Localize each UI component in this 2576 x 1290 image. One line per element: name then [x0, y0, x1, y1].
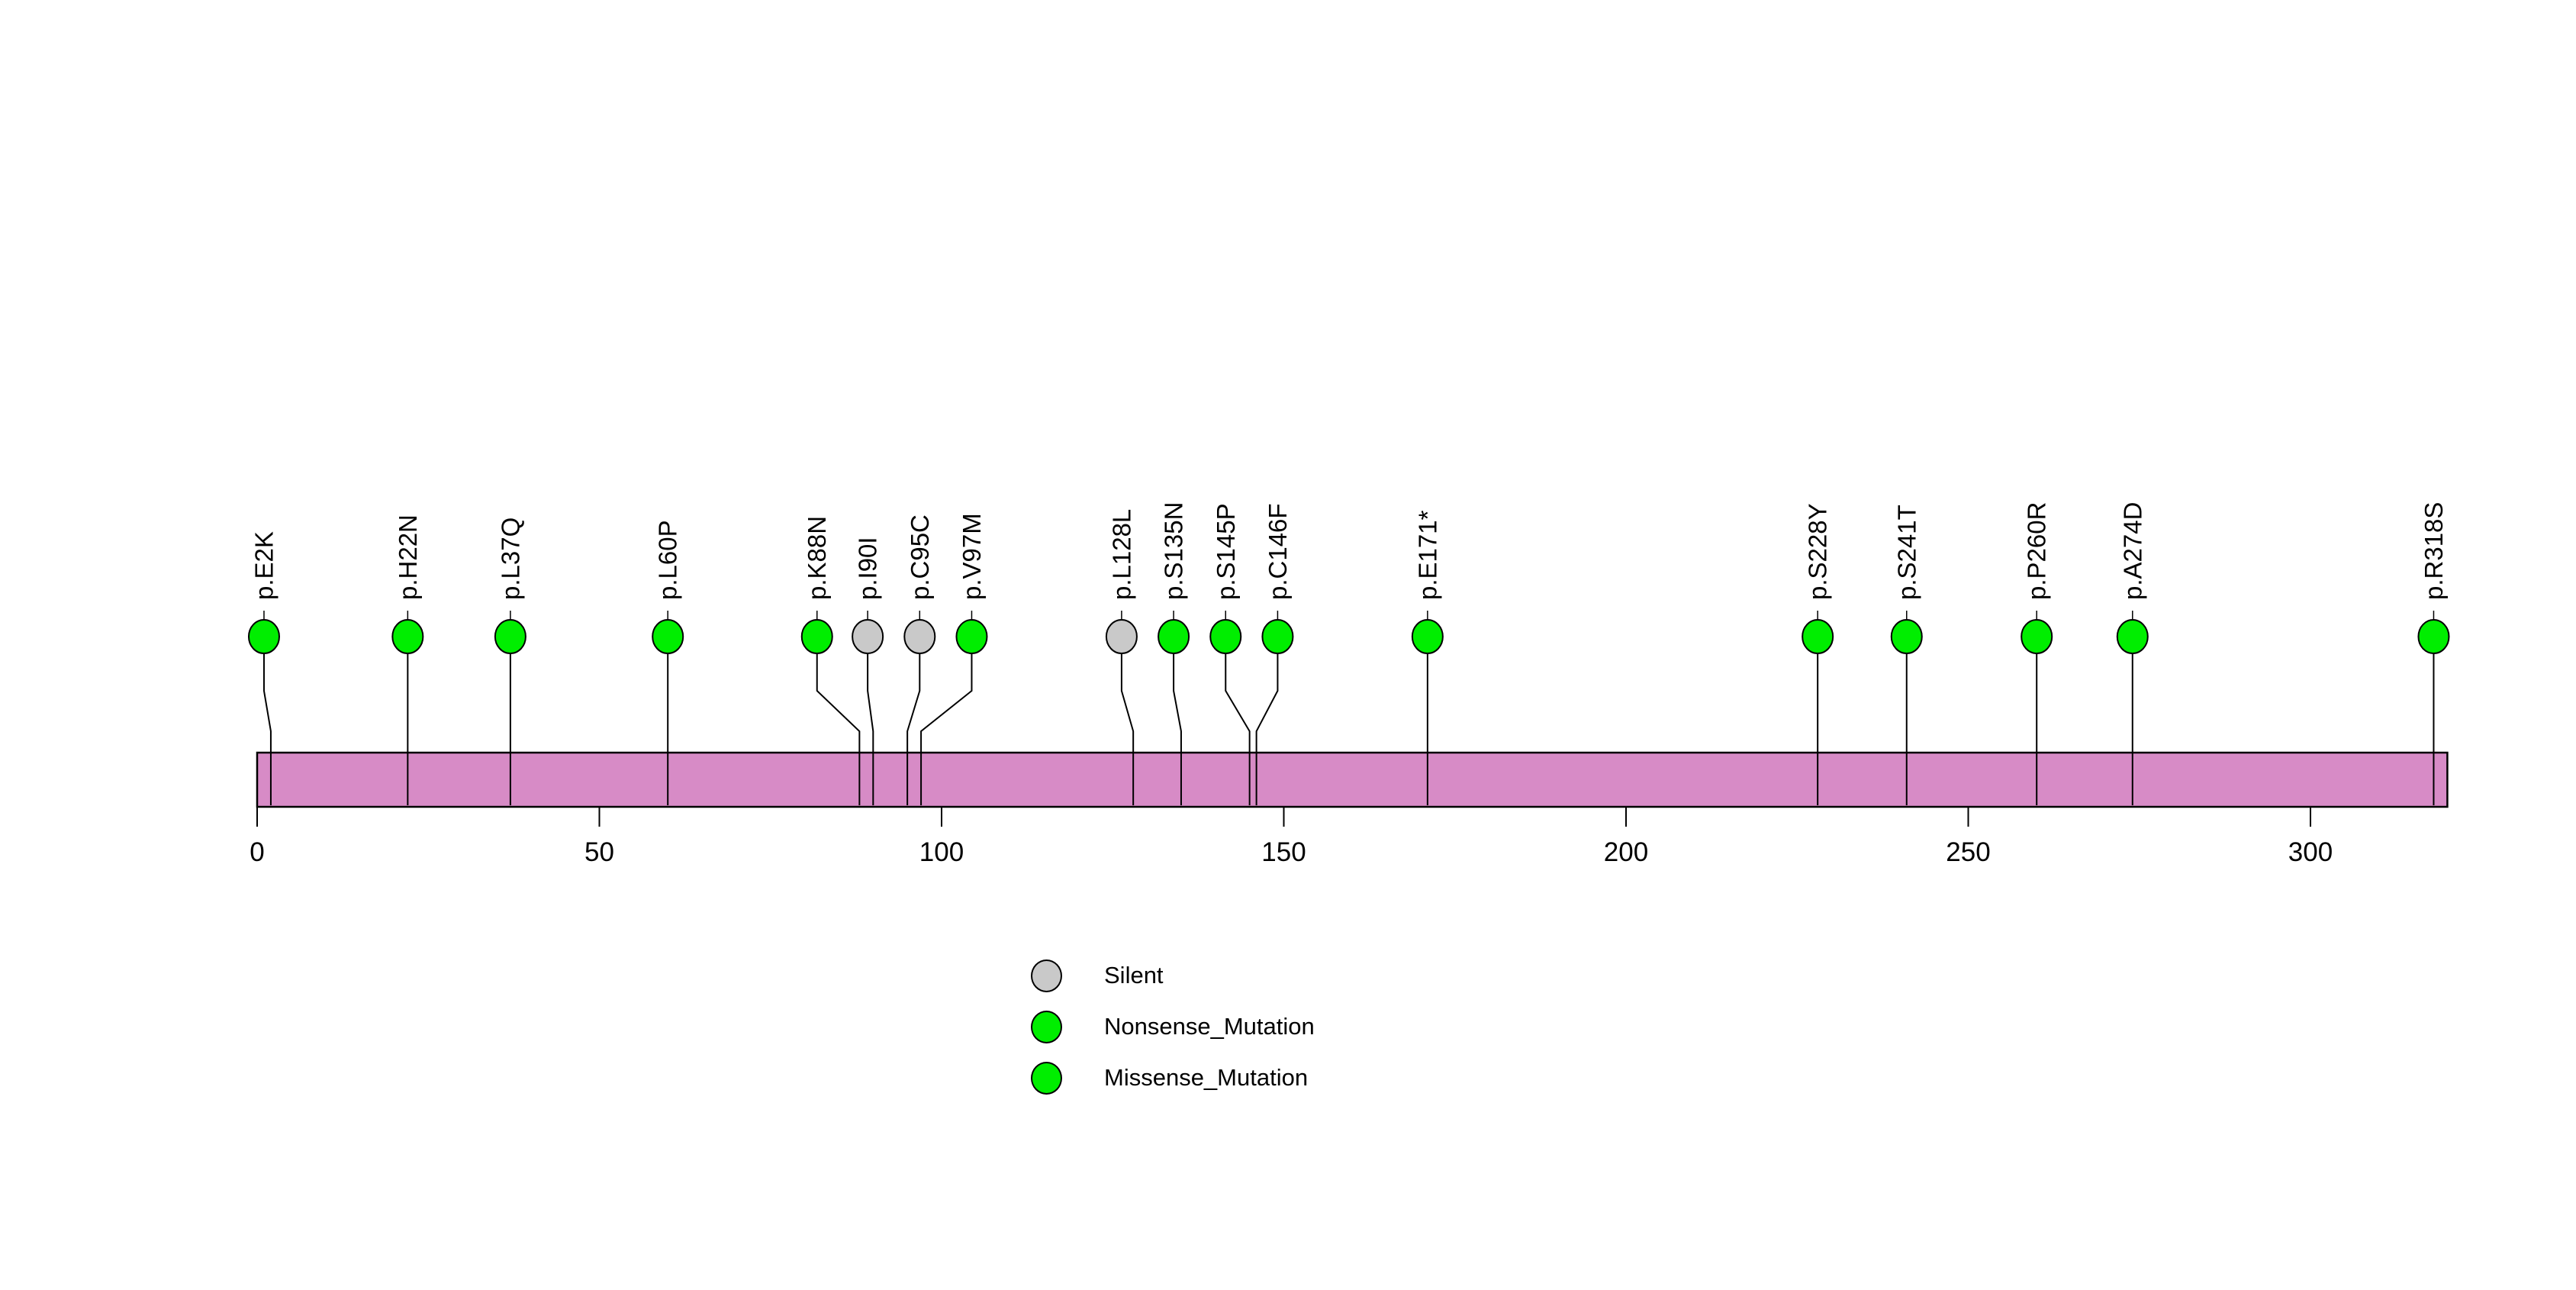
mutation-label-layer: p.E2K p.H22N p.L37Q p.L60P p.K88N p.I90I p.C95… [250, 502, 2447, 600]
mutation-stick [816, 653, 861, 805]
mutation-stick [920, 653, 973, 805]
axis-tick-label: 100 [919, 837, 964, 867]
mutation-circle [652, 619, 684, 654]
silent-legend-swatch-icon [1031, 959, 1062, 992]
mutation-circle [1105, 619, 1138, 654]
mutation-circle [494, 619, 526, 654]
mutation-label: p.I90I [854, 537, 882, 600]
axis-tick-label: 300 [2288, 837, 2333, 867]
mutation-label: p.C146F [1264, 503, 1292, 600]
mutation-label: p.R318S [2420, 502, 2448, 600]
mutation-label: p.H22N [394, 514, 422, 600]
mutation-label: p.A274D [2118, 502, 2146, 600]
axis-tick-label: 0 [250, 837, 264, 867]
mutation-label: p.L60P [654, 520, 682, 600]
mutation-label: p.L128L [1107, 509, 1135, 600]
mutation-stick [1120, 653, 1135, 805]
mutation-label: p.S241T [1892, 505, 1921, 600]
mutation-circle [1209, 619, 1242, 654]
legend-row-missense: Missense_Mutation [1031, 1061, 1315, 1095]
mutation-stick [906, 653, 921, 805]
protein-backbone-layer [256, 751, 2449, 808]
nonsense-legend-swatch-icon [1031, 1010, 1062, 1043]
mutation-circle [1261, 619, 1294, 654]
mutation-circle [2116, 619, 2149, 654]
axis-tick-label: 150 [1261, 837, 1306, 867]
legend: Silent Nonsense_Mutation Missense_Mutati… [1031, 959, 1315, 1095]
mutation-stick-layer [262, 611, 2435, 805]
mutation-circle [1802, 619, 1834, 654]
axis-tick-label: 250 [1946, 837, 1990, 867]
x-axis-layer: 0 50 100 150 200 250 300 [250, 807, 2333, 867]
mutation-stick [1225, 653, 1251, 805]
mutation-label: p.L37Q [496, 518, 524, 600]
mutation-label: p.E171* [1413, 510, 1441, 600]
mutation-circle [1158, 619, 1190, 654]
mutation-stick [867, 653, 874, 805]
axis-tick-label: 200 [1604, 837, 1648, 867]
legend-label: Missense_Mutation [1104, 1064, 1309, 1091]
mutation-circle [852, 619, 884, 654]
mutation-circle [247, 619, 280, 654]
mutation-stick [262, 653, 272, 805]
mutation-label: p.K88N [803, 516, 831, 600]
mutation-stick [1173, 653, 1182, 805]
mutation-label: p.C95C [906, 514, 934, 600]
mutation-label: p.S145P [1212, 503, 1240, 600]
missense-legend-swatch-icon [1031, 1061, 1062, 1095]
mutation-label: p.S135N [1160, 502, 1188, 600]
mutation-label: p.V97M [958, 513, 986, 600]
mutation-circle [800, 619, 833, 654]
mutation-circle [1411, 619, 1444, 654]
mutation-label: p.P260R [2023, 502, 2051, 600]
mutation-label: p.S228Y [1804, 503, 1832, 600]
axis-tick-label: 50 [584, 837, 614, 867]
mutation-circle [903, 619, 936, 654]
legend-label: Silent [1104, 962, 1164, 988]
mutation-circle [955, 619, 988, 654]
mutation-circle [391, 619, 424, 654]
mutation-circle [2021, 619, 2053, 654]
mutation-circle [2417, 619, 2450, 654]
mutation-circle-layer [247, 619, 2450, 654]
legend-label: Nonsense_Mutation [1104, 1013, 1315, 1040]
legend-row-silent: Silent [1031, 959, 1315, 992]
mutation-label: p.E2K [250, 531, 278, 600]
mutation-stick [1255, 653, 1279, 805]
mutation-circle [1890, 619, 1923, 654]
protein-backbone-bar [256, 751, 2449, 808]
legend-row-nonsense: Nonsense_Mutation [1031, 1010, 1315, 1043]
